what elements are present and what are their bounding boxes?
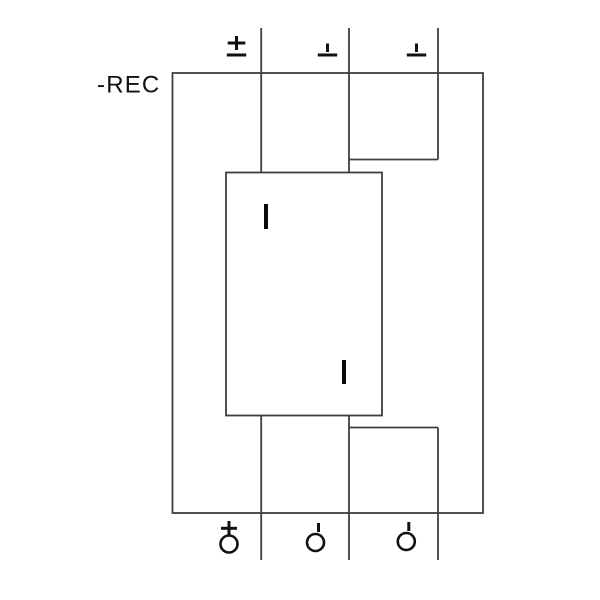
plus-symbol	[227, 36, 246, 50]
bottom-terminal-2	[305, 523, 326, 553]
outer-boundary-box	[171, 72, 484, 514]
bottom-terminal-1	[219, 521, 239, 554]
bar-mark-icon	[342, 360, 346, 384]
top-terminal-3	[406, 43, 427, 57]
terminal-circle-icon	[219, 534, 239, 554]
bar-mark-icon	[264, 204, 268, 229]
bottom-terminal-3	[396, 522, 417, 552]
rec-label: -REC	[97, 72, 160, 99]
plus-symbol	[221, 521, 237, 536]
terminal-circle-icon	[396, 531, 417, 552]
top-terminal-1	[226, 36, 247, 57]
terminal-circle-icon	[305, 532, 326, 553]
rectifier-block	[225, 171, 383, 417]
top-terminal-2	[317, 43, 338, 57]
